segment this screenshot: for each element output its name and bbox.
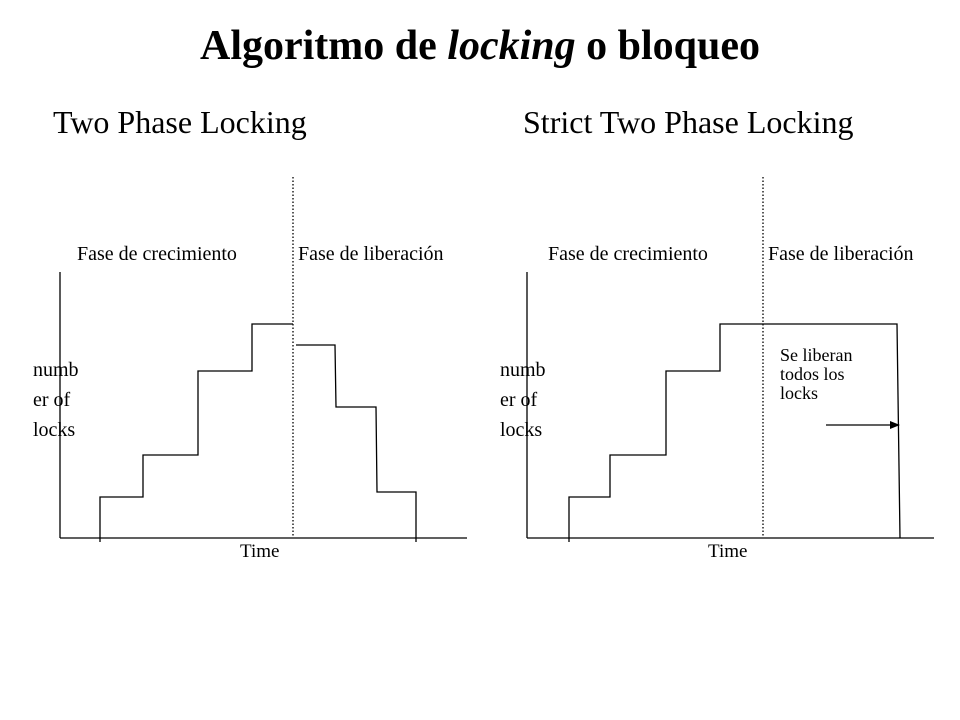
right-y-axis-label-line-1: numb [500, 359, 546, 381]
left-y-axis-label-line-3: locks [33, 419, 76, 441]
right-y-axis-label-line-2: er of [500, 389, 538, 411]
slide-title: Algoritmo de locking o bloqueo [0, 22, 960, 70]
title-part-1: Algoritmo de [199, 23, 448, 69]
right-phase-growth-label: Fase de crecimiento [548, 243, 708, 265]
right-diagram [526, 177, 934, 542]
left-release-steps [296, 344, 417, 542]
release-all-note-line-1: Se liberan [780, 345, 853, 365]
title-part-3: o bloqueo [575, 23, 761, 69]
release-all-note: Se liberan todos los locks [780, 346, 910, 403]
left-lock-steps [99, 323, 293, 542]
subtitle-two-phase-locking: Two Phase Locking [53, 104, 307, 140]
left-x-axis-label: Time [240, 541, 280, 562]
left-y-axis-label: numb er of locks [33, 355, 79, 445]
right-y-axis-label: numb er of locks [500, 355, 546, 445]
title-italic-locking: locking [447, 23, 576, 69]
left-y-axis-label-line-1: numb [33, 359, 79, 381]
left-diagram [59, 177, 467, 542]
right-y-axis-label-line-3: locks [500, 419, 543, 441]
subtitle-strict-two-phase-locking: Strict Two Phase Locking [523, 104, 854, 140]
release-all-note-line-2: todos los [780, 364, 845, 384]
left-phase-growth-label: Fase de crecimiento [77, 243, 237, 265]
release-all-note-line-3: locks [780, 383, 818, 403]
right-lock-steps [568, 323, 901, 542]
left-phase-release-label: Fase de liberación [298, 243, 444, 265]
right-phase-release-label: Fase de liberación [768, 243, 914, 265]
left-y-axis-label-line-2: er of [33, 389, 71, 411]
right-x-axis-label: Time [708, 541, 748, 562]
